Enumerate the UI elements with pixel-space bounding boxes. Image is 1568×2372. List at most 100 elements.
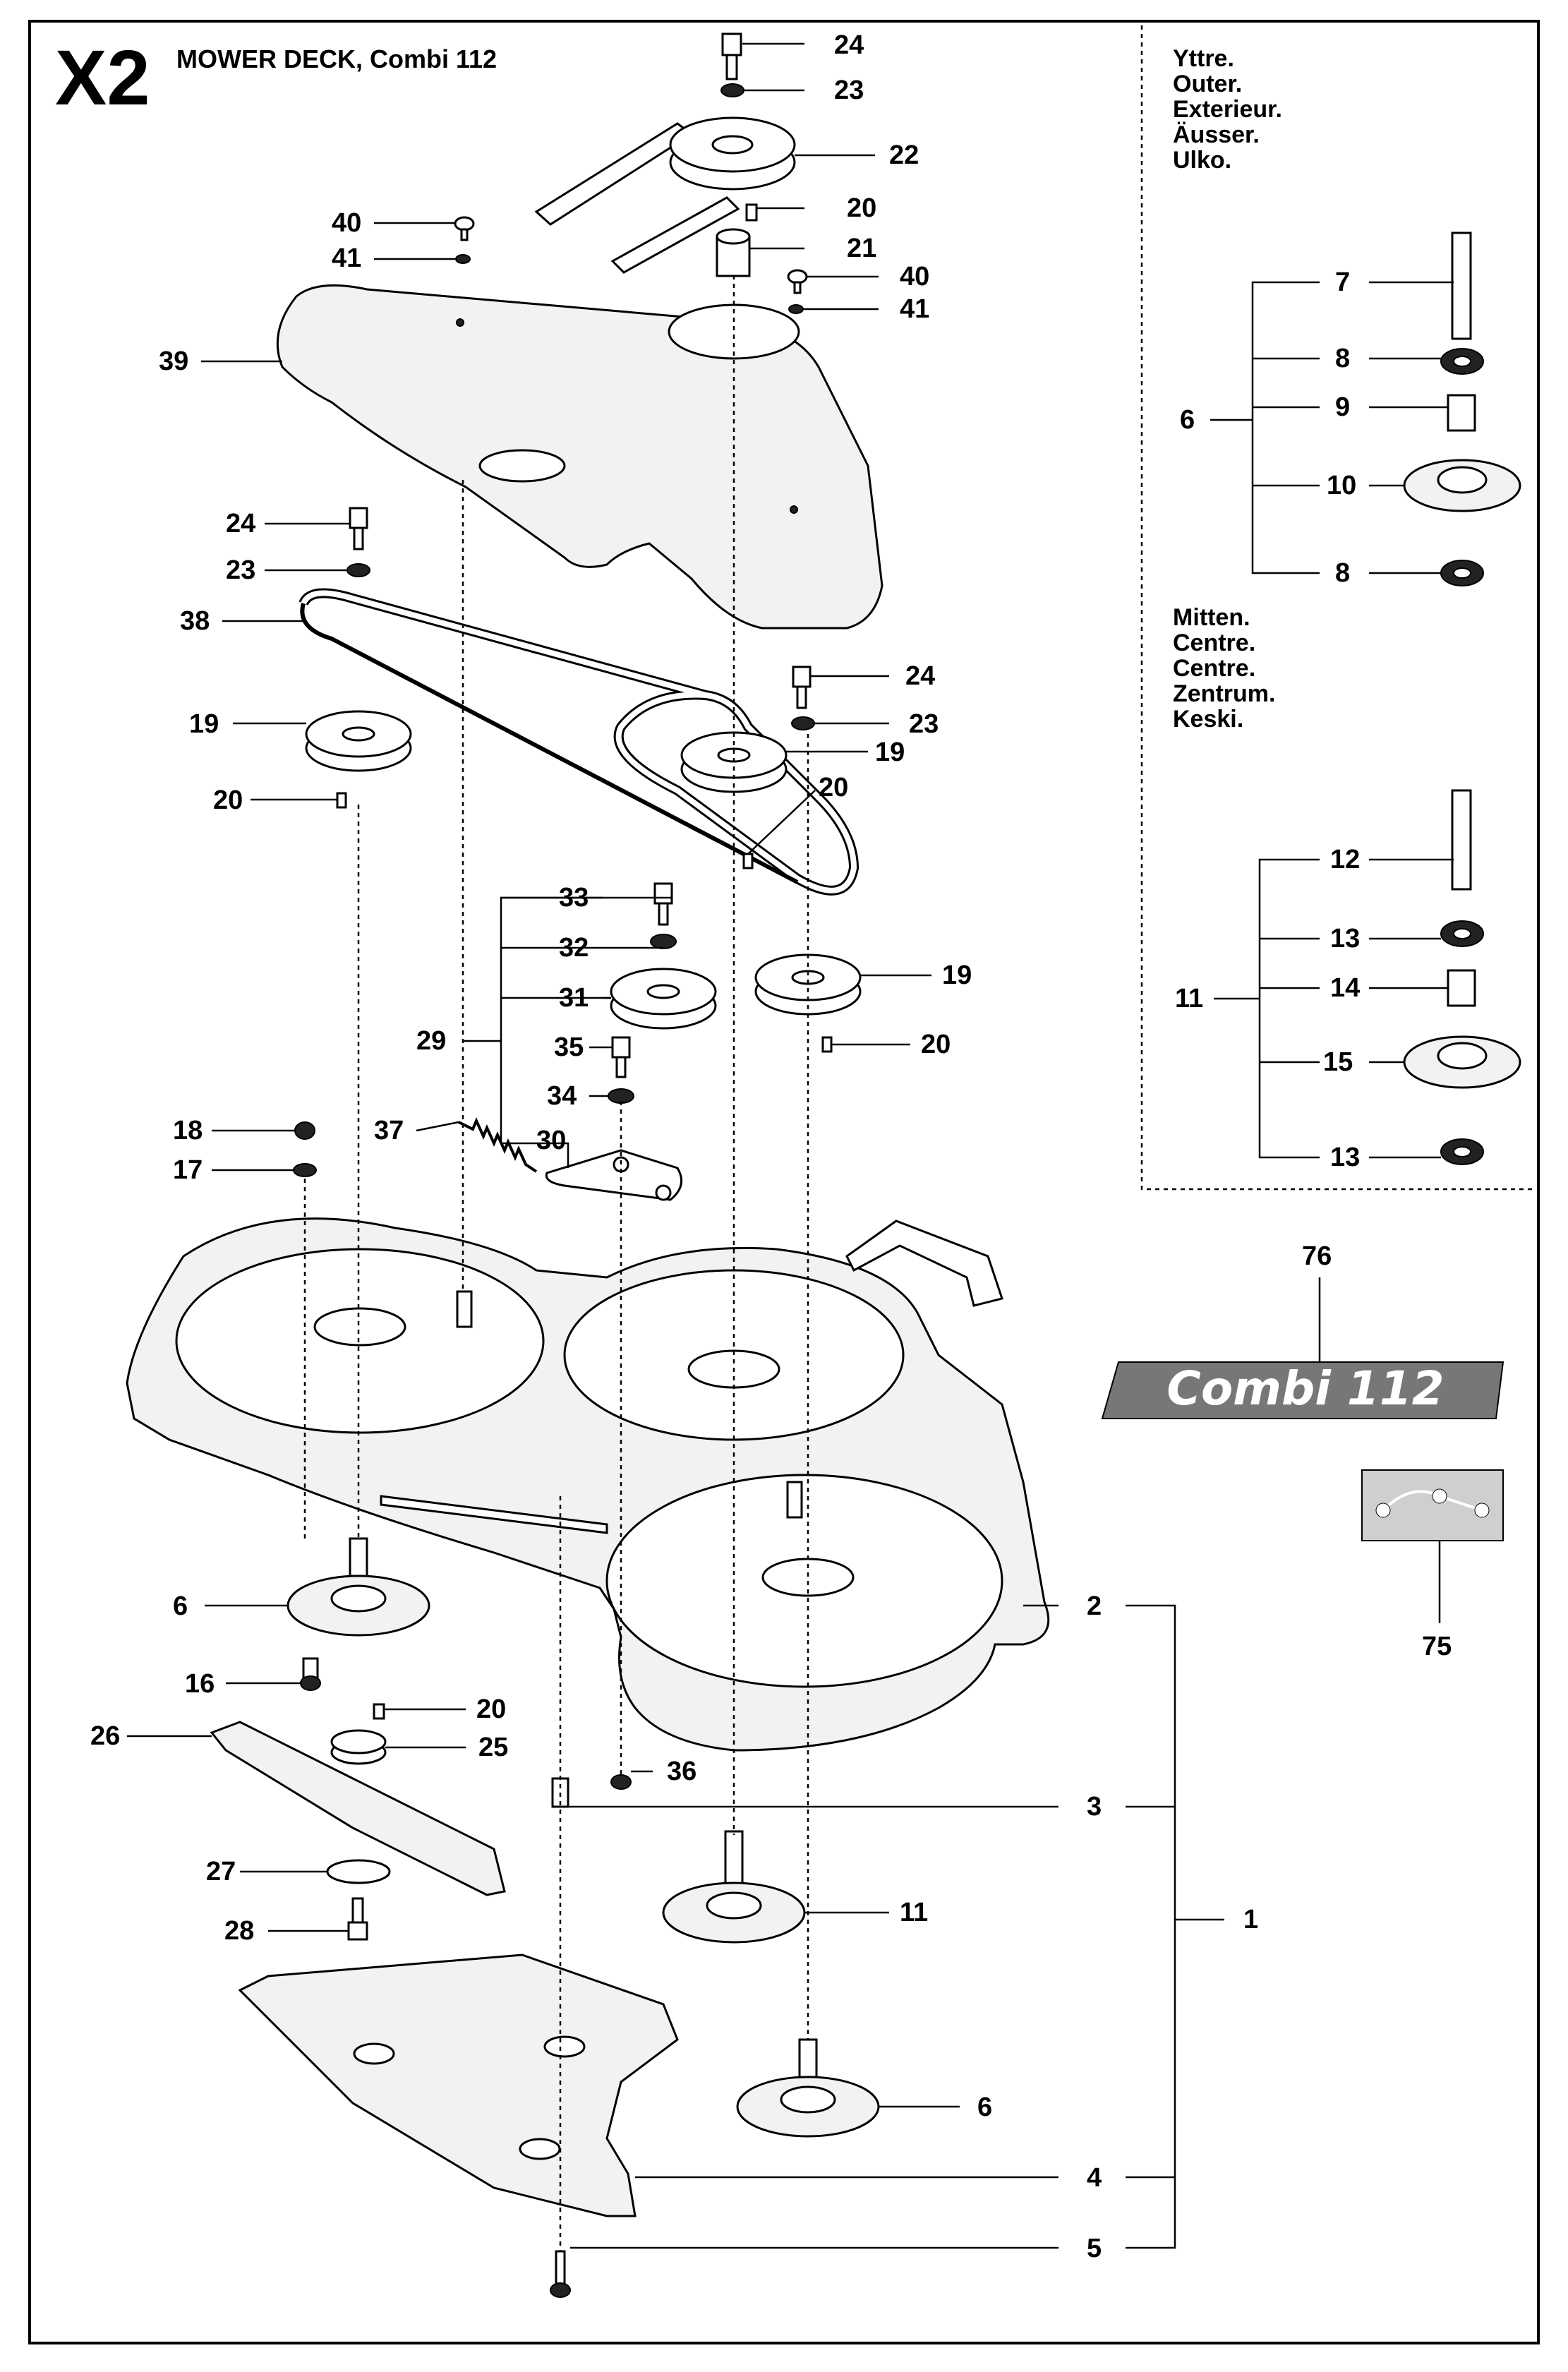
callout-19: 19 <box>189 709 219 739</box>
deck-baffle <box>238 1774 679 2298</box>
callout-2: 2 <box>1087 1591 1102 1621</box>
callout-5: 5 <box>1087 2234 1102 2263</box>
washer-part <box>326 1859 391 1884</box>
callout-41: 41 <box>900 294 929 324</box>
callouts: 24 23 22 20 21 40 41 40 41 39 24 23 38 1… <box>90 30 1452 2263</box>
bolt-part <box>349 507 368 529</box>
callout-24: 24 <box>834 30 864 60</box>
centre-spindle-lower <box>662 1830 806 1944</box>
callout-17: 17 <box>173 1155 203 1185</box>
legend-centre-line: Centre. <box>1173 630 1255 656</box>
page-frame <box>28 20 1540 2344</box>
callout-23: 23 <box>834 76 864 105</box>
washer-part <box>650 934 677 949</box>
idler-pulley-left <box>305 507 412 809</box>
bolt-head <box>550 2282 571 2298</box>
legend-outer-line: Yttre. <box>1173 45 1234 72</box>
outer-spindle-lower <box>287 1537 430 1691</box>
callout-41: 41 <box>332 243 361 273</box>
deck-skirt-slot <box>380 1495 608 1534</box>
nut-part <box>610 1774 632 1790</box>
bolt-thread <box>555 2250 566 2288</box>
spindle-housing-hub <box>1437 466 1488 494</box>
key-part <box>373 1703 385 1720</box>
cover-hole <box>790 505 798 514</box>
spindle-housing-hub <box>1437 1042 1488 1070</box>
callout-34: 34 <box>547 1081 577 1111</box>
callout-39: 39 <box>159 347 188 376</box>
legend-outer: Yttre. Outer. Exterieur. Äusser. Ulko. <box>1173 45 1282 174</box>
callout-15: 15 <box>1323 1047 1353 1077</box>
callout-10: 10 <box>1327 471 1356 500</box>
legend-centre-line: Centre. <box>1173 655 1255 682</box>
inset-box <box>1140 25 1536 1191</box>
deck-handle-part <box>845 1220 1003 1307</box>
callout-75: 75 <box>1422 1632 1452 1661</box>
callout-19: 19 <box>875 738 905 767</box>
callout-14: 14 <box>1330 973 1360 1003</box>
blade-part <box>210 1721 506 1896</box>
callout-24: 24 <box>905 661 935 691</box>
callout-11: 11 <box>900 1898 928 1927</box>
deck-stud <box>786 1481 803 1519</box>
callout-76: 76 <box>1302 1241 1332 1271</box>
callout-4: 4 <box>1087 2163 1102 2193</box>
diagram-code: X2 <box>55 35 150 121</box>
callout-29: 29 <box>416 1026 446 1056</box>
drive-belt-inner <box>301 590 857 893</box>
callout-3: 3 <box>1087 1792 1102 1822</box>
callout-23: 23 <box>909 709 939 739</box>
callout-11: 11 <box>1175 984 1203 1013</box>
spindle-opening <box>313 1307 406 1347</box>
spring-part <box>458 1116 538 1173</box>
pulley-hub <box>342 726 375 742</box>
diagram-title: MOWER DECK, Combi 112 <box>176 44 497 73</box>
arm-pivot <box>655 1184 672 1201</box>
bolt-thread <box>725 54 738 80</box>
callout-13: 13 <box>1330 924 1360 953</box>
callout-40: 40 <box>332 208 361 238</box>
callout-19: 19 <box>942 961 972 990</box>
baffle-part <box>238 1953 679 2217</box>
badge-text: Combi 112 <box>1166 1361 1444 1416</box>
pulley-hub <box>646 984 680 999</box>
right-spindle-lower <box>736 2038 880 2138</box>
washer-part <box>346 563 370 577</box>
top-pulley-stack <box>534 32 796 277</box>
key-part <box>742 853 754 869</box>
bolt-thread <box>796 685 807 709</box>
callout-37: 37 <box>374 1116 404 1145</box>
idler-pulley-right <box>754 953 862 1053</box>
washer-part <box>791 716 815 730</box>
callout-30: 30 <box>536 1126 566 1155</box>
drive-belt-side <box>300 603 799 884</box>
bolt-thread <box>351 1897 364 1924</box>
blade-stack <box>210 1703 506 1941</box>
v-belt-segment <box>534 122 694 226</box>
callout-27: 27 <box>206 1857 236 1886</box>
bolt-part <box>347 1921 368 1941</box>
callout-20: 20 <box>847 193 876 223</box>
legend-outer-line: Äusser. <box>1173 121 1260 148</box>
nut-washer-left <box>293 1121 317 1177</box>
spindle-shaft-part <box>1451 789 1472 891</box>
tensioner-assembly <box>458 882 717 1201</box>
belt-cover-slot <box>478 449 566 483</box>
legend-centre-line: Keski. <box>1173 706 1243 733</box>
nut-part <box>294 1121 315 1140</box>
callout-6: 6 <box>173 1591 188 1621</box>
callout-16: 16 <box>185 1669 215 1699</box>
callout-20: 20 <box>921 1030 951 1059</box>
bearing-bore <box>1453 1146 1471 1157</box>
outer-spindle-assembly <box>1403 231 1521 586</box>
spacer-top <box>716 228 751 245</box>
callout-6: 6 <box>1180 405 1195 435</box>
callout-8: 8 <box>1335 558 1350 588</box>
bolt-thread <box>353 526 364 550</box>
callout-8: 8 <box>1335 344 1350 373</box>
bolt-part <box>653 882 673 905</box>
callout-24: 24 <box>226 509 255 538</box>
callout-25: 25 <box>478 1733 508 1762</box>
callout-22: 22 <box>889 140 919 170</box>
callout-40: 40 <box>900 262 929 291</box>
